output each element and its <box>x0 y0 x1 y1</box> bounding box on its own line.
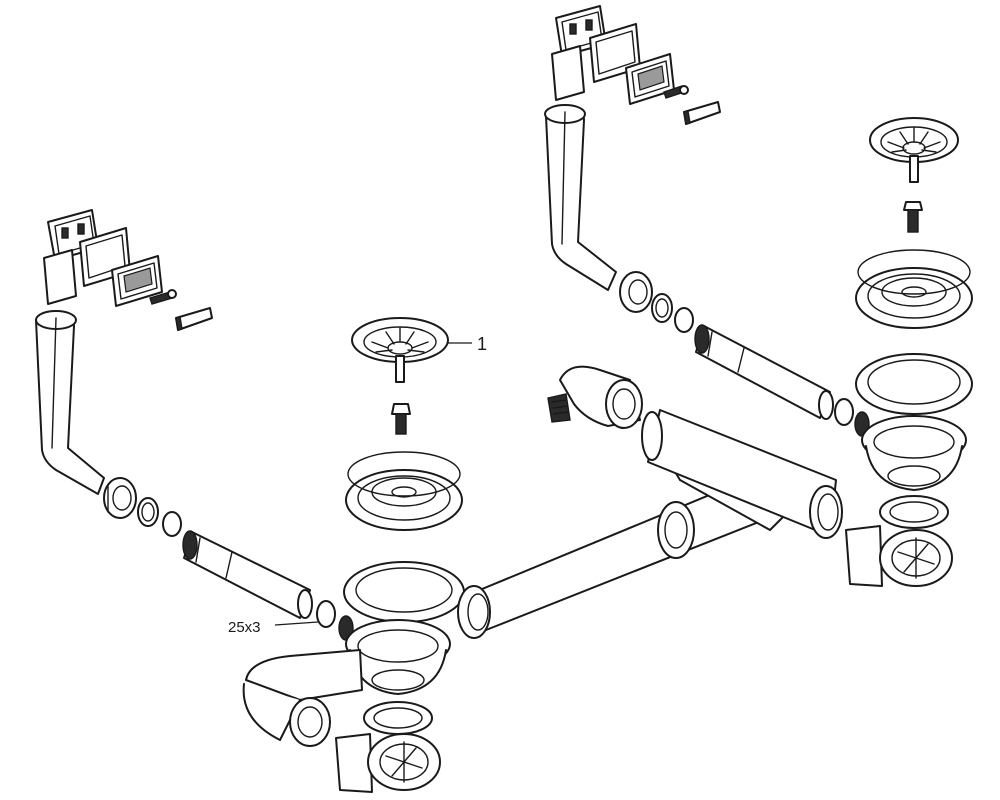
left-sink-flange <box>345 451 463 531</box>
left-overflow-assembly <box>35 209 354 641</box>
tee-piece <box>641 409 843 559</box>
right-strainer-bolt <box>903 201 923 233</box>
right-flange-gasket <box>855 353 973 415</box>
left-elbow-pipe <box>242 649 363 747</box>
right-overflow-cap <box>683 101 721 125</box>
left-overflow-plate <box>111 255 163 307</box>
right-hose-nut <box>619 271 653 313</box>
oring-size-label: 25x3 <box>228 619 261 636</box>
right-hose-washer <box>651 293 673 323</box>
right-overflow-screw <box>663 85 689 99</box>
left-trap-outlet <box>335 733 441 793</box>
left-overflow-cap <box>175 307 213 331</box>
right-lower-gasket <box>879 495 949 529</box>
left-lower-gasket <box>363 701 433 735</box>
right-overflow-tube <box>694 324 834 420</box>
left-flange-gasket <box>343 561 465 623</box>
right-hose-ring <box>674 307 694 333</box>
left-strainer-bolt <box>391 403 411 435</box>
right-trap-outlet <box>845 525 953 587</box>
oring-leader <box>274 621 319 626</box>
left-overflow-hose <box>35 310 105 495</box>
right-overflow-assembly <box>544 5 870 437</box>
left-hose-nut <box>103 477 137 519</box>
left-strainer-basket <box>351 317 449 383</box>
left-overflow-screw <box>149 289 177 305</box>
left-oring-25x3 <box>316 600 336 628</box>
left-overflow-tube <box>182 530 313 619</box>
left-waste-body <box>345 619 451 695</box>
part-number-label: 1 <box>477 334 487 354</box>
right-overflow-plate <box>625 53 675 105</box>
right-strainer-basket <box>869 117 959 183</box>
right-waste-body <box>861 415 967 491</box>
right-oring <box>834 398 854 426</box>
right-sink-flange <box>855 249 973 329</box>
left-hose-washer <box>137 497 159 527</box>
elbow-fitting <box>547 365 643 429</box>
left-hose-ring <box>162 511 182 537</box>
right-overflow-hose <box>544 104 617 291</box>
